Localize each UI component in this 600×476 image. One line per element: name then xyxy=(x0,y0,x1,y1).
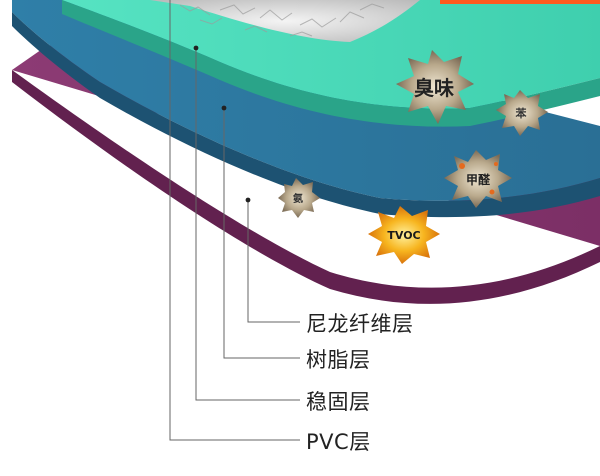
tvoc-burst: TVOC xyxy=(368,206,440,264)
label-resin-layer: 树脂层 xyxy=(306,348,371,372)
tvoc-burst-label: TVOC xyxy=(387,229,420,242)
top-right-strip xyxy=(440,0,600,4)
leader-dots xyxy=(193,45,251,203)
formaldehyde-burst: 甲醛 xyxy=(444,150,512,208)
leader-line-stable xyxy=(195,48,300,401)
nylon-layer-front-edge xyxy=(62,0,600,127)
ammonia-burst: 氨 xyxy=(278,178,320,218)
pvc-texture xyxy=(179,3,385,37)
stable-layer-front-edge xyxy=(12,70,600,304)
ammonia-burst-label: 氨 xyxy=(293,192,303,205)
label-pvc-layer: PVC层 xyxy=(306,430,371,454)
benzene-burst: 苯 xyxy=(496,90,548,136)
odor-burst: 臭味 xyxy=(396,50,474,124)
leader-line-nylon xyxy=(247,200,300,323)
label-stable-layer: 稳固层 xyxy=(306,390,371,414)
label-nylon-layer: 尼龙纤维层 xyxy=(306,312,414,336)
resin-layer-front-edge xyxy=(12,12,600,218)
leader-lines xyxy=(169,0,300,441)
leader-line-resin xyxy=(223,108,300,359)
odor-burst-label: 臭味 xyxy=(414,76,454,100)
benzene-burst-label: 苯 xyxy=(515,106,528,120)
leader-line-pvc xyxy=(169,0,300,441)
pvc-layer-surface xyxy=(150,0,420,42)
formaldehyde-burst-label: 甲醛 xyxy=(466,172,491,187)
